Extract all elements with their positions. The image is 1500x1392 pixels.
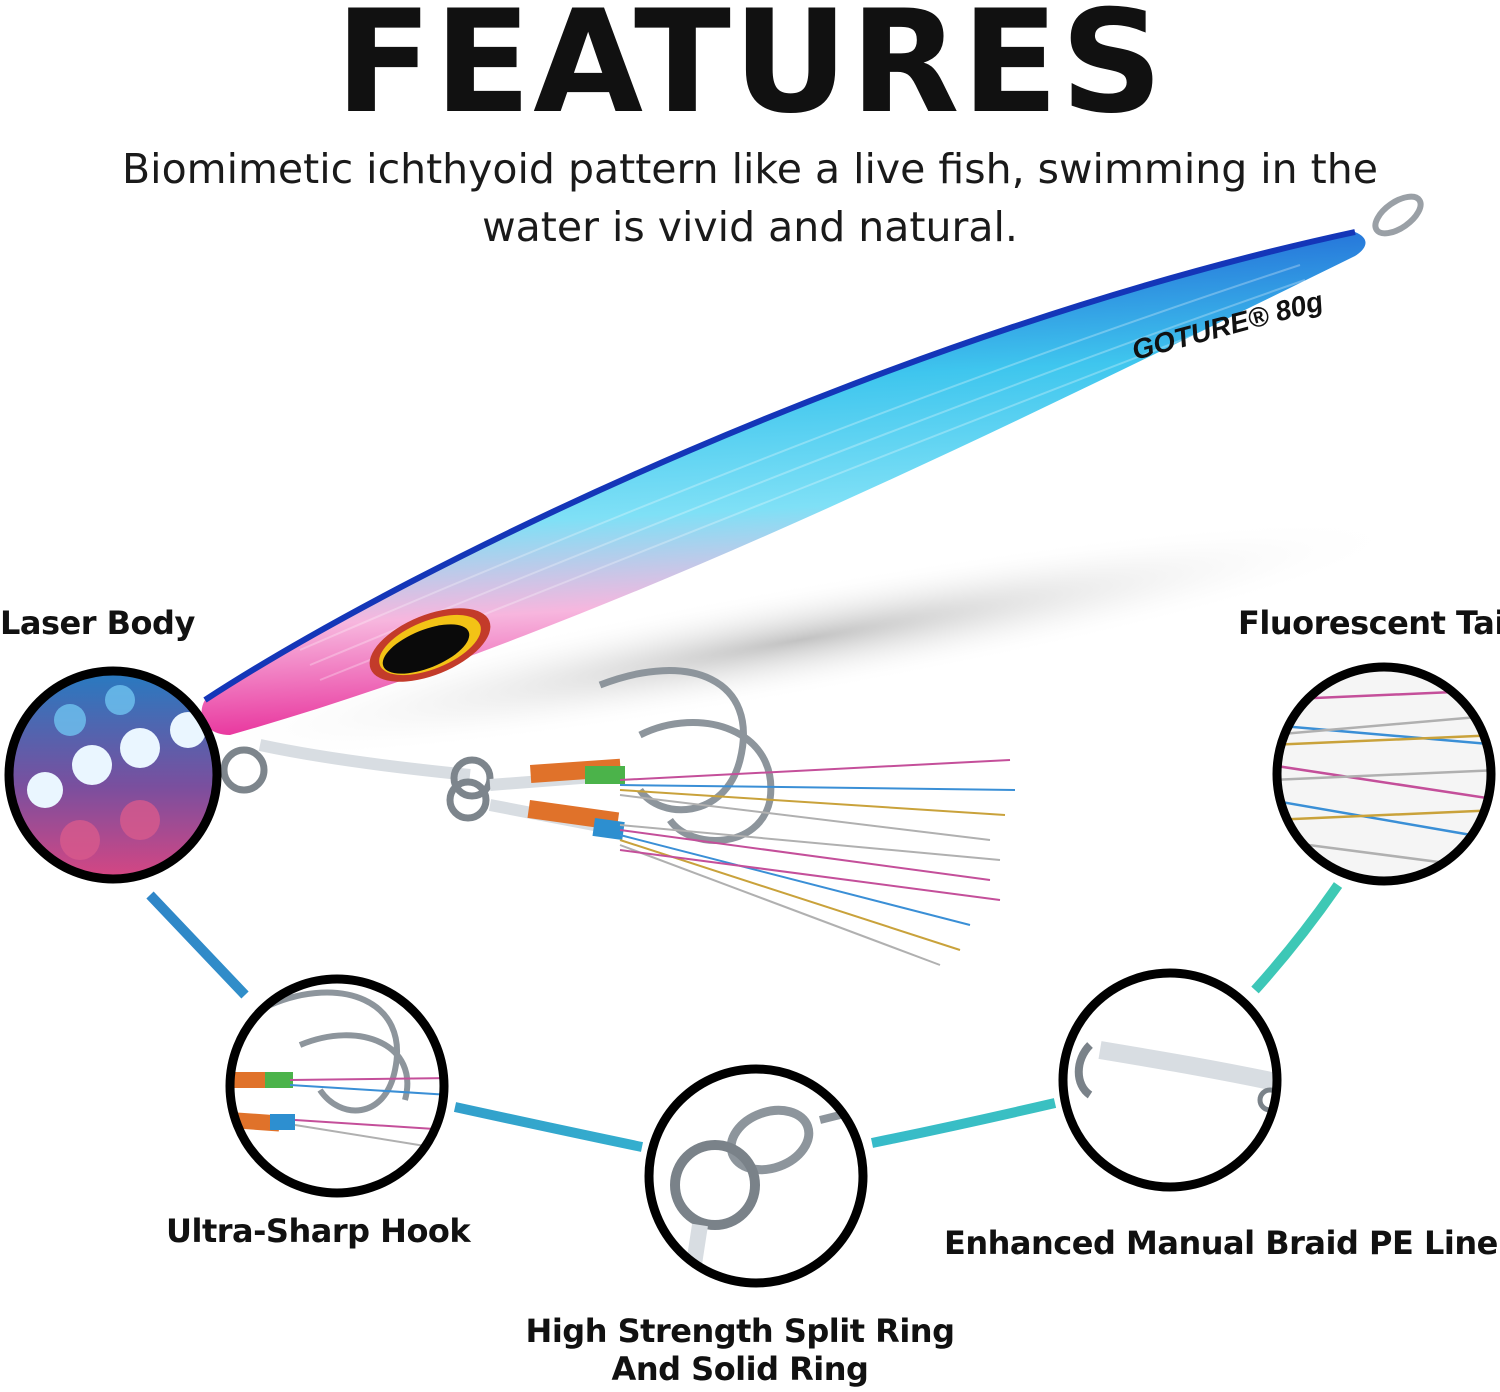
connector-arc	[146, 882, 1343, 1152]
split-ring-detail	[649, 1069, 863, 1283]
line-tie-eye	[1372, 193, 1424, 237]
label-pe-line: Enhanced Manual Braid PE Line	[944, 1224, 1498, 1262]
label-laser-body: Laser Body	[0, 604, 195, 642]
label-split-ring: High Strength Split Ring And Solid Ring	[520, 1312, 960, 1388]
fluorescent-tail-circle	[1272, 662, 1496, 886]
hook-circle	[225, 974, 449, 1198]
split-ring-circle	[644, 1064, 868, 1288]
pe-line-detail	[1063, 973, 1277, 1187]
fluorescent-tail-detail	[1277, 667, 1491, 881]
lure-shadow	[189, 519, 1411, 761]
pe-line-circle	[1058, 968, 1282, 1192]
label-ultra-sharp-hook: Ultra-Sharp Hook	[166, 1212, 471, 1250]
label-split-ring-line1: High Strength Split Ring	[525, 1312, 955, 1350]
label-split-ring-line2: And Solid Ring	[611, 1350, 869, 1388]
assist-hooks	[220, 667, 1016, 966]
laser-body-circle	[4, 666, 222, 884]
page-title: FEATURES	[335, 0, 1165, 145]
page-subtitle: Biomimetic ichthyoid pattern like a live…	[122, 145, 1378, 251]
lure-body	[201, 193, 1424, 735]
label-fluorescent-tail: Fluorescent Tail	[1238, 604, 1500, 642]
laser-body-detail	[9, 671, 217, 879]
